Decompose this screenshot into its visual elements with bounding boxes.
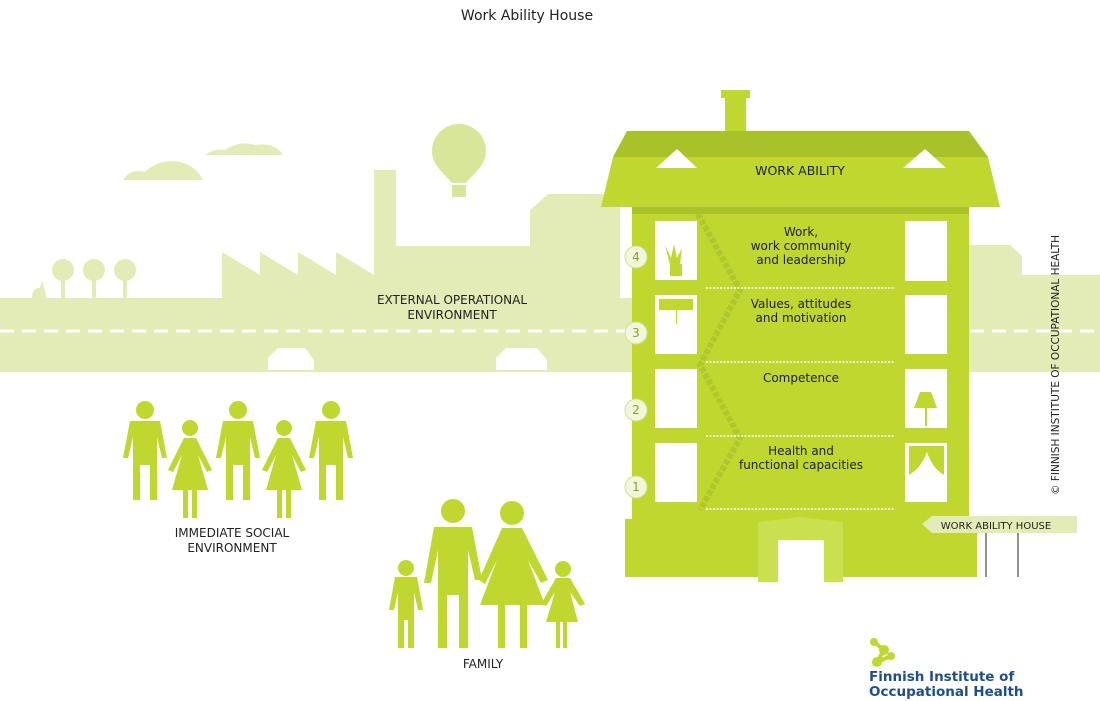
svg-text:Occupational Health: Occupational Health — [869, 684, 1024, 700]
floor-number-1: 1 — [632, 480, 640, 494]
floor-4: Work, work community and leadership — [751, 225, 852, 267]
svg-text:Finnish Institute of: Finnish Institute of — [869, 669, 1014, 685]
car-icon — [268, 348, 547, 370]
svg-text:Work,: Work, — [784, 225, 818, 239]
svg-text:and motivation: and motivation — [756, 311, 847, 325]
floor-2: Competence — [763, 371, 839, 385]
work-ability-house — [601, 90, 1000, 582]
curtain-icon — [909, 446, 944, 475]
work-ability-house-sign: WORK ABILITY HOUSE — [922, 516, 1077, 577]
family-people-icon — [389, 499, 585, 648]
lamp-icon — [914, 392, 937, 426]
social-environment-label-2: ENVIRONMENT — [187, 541, 277, 555]
floor-number-2: 2 — [632, 403, 640, 417]
floor-number-3: 3 — [632, 326, 640, 340]
svg-text:functional capacities: functional capacities — [739, 458, 863, 472]
svg-text:WORK ABILITY HOUSE: WORK ABILITY HOUSE — [941, 521, 1051, 532]
floor-3: Values, attitudes and motivation — [751, 297, 852, 325]
svg-text:Competence: Competence — [763, 371, 839, 385]
floor-1: Health and functional capacities — [739, 444, 863, 472]
plant-icon — [665, 244, 682, 276]
hot-air-balloon-icon — [432, 124, 486, 197]
diagram-title: Work Ability House — [461, 8, 593, 24]
roof-label: WORK ABILITY — [755, 163, 845, 178]
copyright-text: © FINNISH INSTITUTE OF OCCUPATIONAL HEAL… — [1050, 235, 1062, 495]
floor-number-badges: 4 3 2 1 — [624, 245, 648, 499]
fioh-logo: Finnish Institute of Occupational Health — [869, 638, 1024, 700]
svg-text:Values, attitudes: Values, attitudes — [751, 297, 852, 311]
svg-text:Health and: Health and — [768, 444, 834, 458]
external-environment-label-2: ENVIRONMENT — [407, 308, 497, 322]
svg-text:and leadership: and leadership — [756, 253, 845, 267]
external-environment-label-1: EXTERNAL OPERATIONAL — [377, 293, 527, 307]
floor-number-4: 4 — [632, 250, 640, 264]
logo-mark-icon — [870, 638, 895, 667]
whiteboard-icon — [659, 299, 693, 324]
family-label: FAMILY — [463, 657, 504, 671]
svg-text:work community: work community — [751, 239, 852, 253]
social-environment-people-icon — [123, 401, 353, 518]
social-environment-label-1: IMMEDIATE SOCIAL — [175, 526, 290, 540]
